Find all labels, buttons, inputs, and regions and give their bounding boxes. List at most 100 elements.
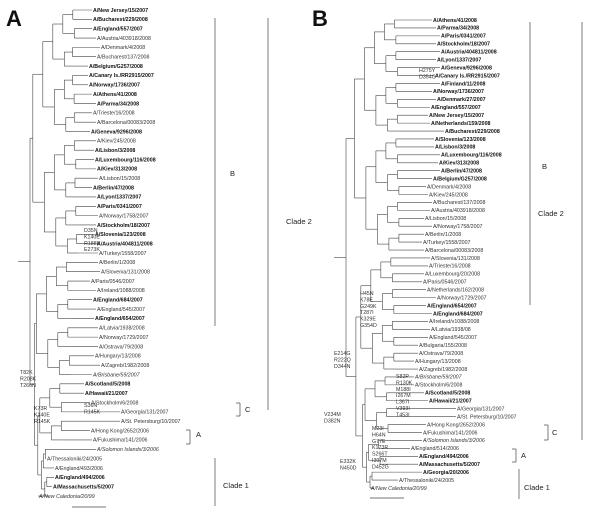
taxon-label: A/Lisbon/15/2008 [425,216,466,222]
taxon-label: A/Canary Is./RR2915/2007 [435,73,500,79]
taxon-label: A/Brisbane/59/2007 [92,372,141,378]
taxon-label: A/England/493/2006 [55,466,103,472]
taxon-label: A/Stockholm/6/2008 [91,400,138,406]
taxon-label: A/Fukushima/141/2006 [93,438,148,444]
taxon-label: A/Lisbon/3/2008 [435,145,475,151]
taxon-label: A/Norway/1758/2007 [99,213,149,219]
mutation-label: L367I [396,400,409,406]
mutation-label: K140E [84,234,100,240]
taxon-label: A/England/494/2006 [419,454,469,460]
mutation-label: R130K [396,380,413,386]
taxon-label: A/Austria/403918/2008 [97,36,151,42]
tree-branches-a [18,9,120,497]
mutation-label: I397M [372,458,387,464]
taxon-label: A/Latvia/1938/2008 [99,326,145,332]
clade-label: Clade 2 [538,209,564,218]
taxon-label: A/Kiev/245/2008 [429,192,468,198]
taxon-label: A/England/494/2006 [55,475,105,481]
taxon-label: A/Lyon/1337/2007 [97,195,141,201]
mutation-label: R145K [84,409,101,415]
mutation-label: N450D [340,465,357,471]
taxon-label: A/Turkey/1558/2007 [99,251,147,257]
taxon-label: A/Austria/404811/2008 [441,50,497,56]
taxon-label: A/Fukushima/141/2006 [423,430,478,436]
taxon-label: A/Zagreb/1982/2008 [419,367,467,373]
taxon-label: A/Norway/1758/2007 [433,224,483,230]
taxon-label: A/Berlin/47/2008 [93,185,134,191]
taxon-label: A/Hungary/13/2008 [95,354,141,360]
mutation-label: G77E [372,439,386,445]
panel-b: B A/Athens/41/2008A/Parma/34/2008A/Paris… [312,6,583,499]
clade-label: B [542,162,547,171]
taxon-label: A/England/654/2007 [427,303,477,309]
taxon-label: A/Slovenia/131/2008 [101,269,150,275]
mutation-label: T82K [20,370,33,376]
mutation-label: D35N [84,228,98,234]
taxon-label: A/England/545/2007 [97,307,145,313]
taxon-label: A/England/514/2006 [411,446,459,452]
tree-branches-b [334,19,456,489]
taxon-label: A/Parma/34/2008 [97,101,139,107]
taxon-label: A/Georgia/20/2006 [423,470,469,476]
clade-label: Clade 1 [223,481,249,490]
taxon-label: A/Stockholm/18/2007 [437,42,490,48]
clade-label: B [230,169,235,178]
taxon-label: A/Barcelona/00083/2008 [97,120,155,126]
taxon-label: A/Trieste/16/2008 [429,264,471,270]
taxon-label: A/Kiev/313/2008 [439,161,479,167]
panel-a: A A/New Jersey/15/2007A/Bucharest/229/20… [6,6,312,508]
mutation-label: M188I [396,387,411,393]
mutation-label: S82P [396,374,409,380]
taxon-label: A/Massachusetts/5/2007 [419,462,480,468]
taxon-label: A/New Caledonia/20/99 [38,494,95,500]
taxon-label: A/Athens/41/2008 [93,92,137,98]
taxon-label: A/Norway/1729/2007 [99,335,149,341]
taxon-label: A/Lisbon/15/2008 [99,176,140,182]
clade-label: A [521,451,526,460]
taxon-label: A/Bucharest/137/2008 [433,200,485,206]
taxon-label: A/Luxembourg/20/2008 [425,272,480,278]
clade-label: C [245,405,251,414]
taxon-label: A/Bucharest/229/2008 [445,129,500,135]
mutation-label: K78E [360,297,373,303]
taxon-label: A/New Caledonia/20/99 [370,486,427,492]
taxon-label: A/England/557/2007 [431,105,481,111]
mutation-label: E332K [340,459,356,465]
taxon-label: A/Geneva/9296/2008 [91,129,142,135]
taxon-label: A/Thessaloniki/24/2005 [399,478,454,484]
taxon-label: A/Luxembourg/116/2008 [441,153,502,159]
taxon-label: A/Lyon/1337/2007 [437,57,481,63]
taxon-label: A/Paris/0546/2007 [91,279,135,285]
taxon-label: A/Berlin/47/2008 [441,169,482,175]
taxon-label: A/Ireland/v1088/2008 [429,319,479,325]
clade-label: Clade 2 [286,217,312,226]
taxon-label: A/Paris/0341/2007 [97,204,142,210]
taxon-label: A/New Jersey/15/2007 [93,8,148,14]
taxon-label: A/Berlin/1/2008 [99,260,135,266]
taxon-label: A/Paris/0341/2007 [441,34,486,40]
taxon-label: A/England/684/2007 [433,311,483,317]
mutation-label: K173R [372,445,388,451]
mutation-label: D382N [324,418,341,424]
taxon-label: A/Slovenia/131/2008 [431,256,480,262]
mutation-label: G249K [360,304,377,310]
taxon-label: A/Slovenia/123/2008 [95,232,146,238]
taxon-label: A/Stockholm/18/2007 [97,223,150,229]
taxon-label: A/Parma/34/2008 [437,26,479,32]
taxon-label: A/Norway/1736/2007 [433,89,484,95]
taxon-label: A/Netherlands/159/2008 [431,121,491,127]
taxon-label: A/Turkey/1558/2007 [423,240,471,246]
mutation-label: S36N [84,403,97,409]
taxon-label: A/Hawaii/21/2007 [429,399,472,405]
taxon-label: A/Netherlands/162/2008 [427,287,484,293]
mutation-label: M23I [372,426,384,432]
taxon-label: A/Kiev/245/2008 [97,139,136,145]
taxon-label: A/Denmark/27/2007 [437,97,486,103]
taxon-label: A/Belgium/G257/2008 [433,176,487,182]
mutation-label: K329E [360,317,376,323]
taxon-label: A/Ostrava/79/2008 [419,351,463,357]
taxon-label: A/Hungary/13/2008 [415,359,461,365]
taxon-label: A/Solomon Islands/3/2006 [422,438,485,444]
